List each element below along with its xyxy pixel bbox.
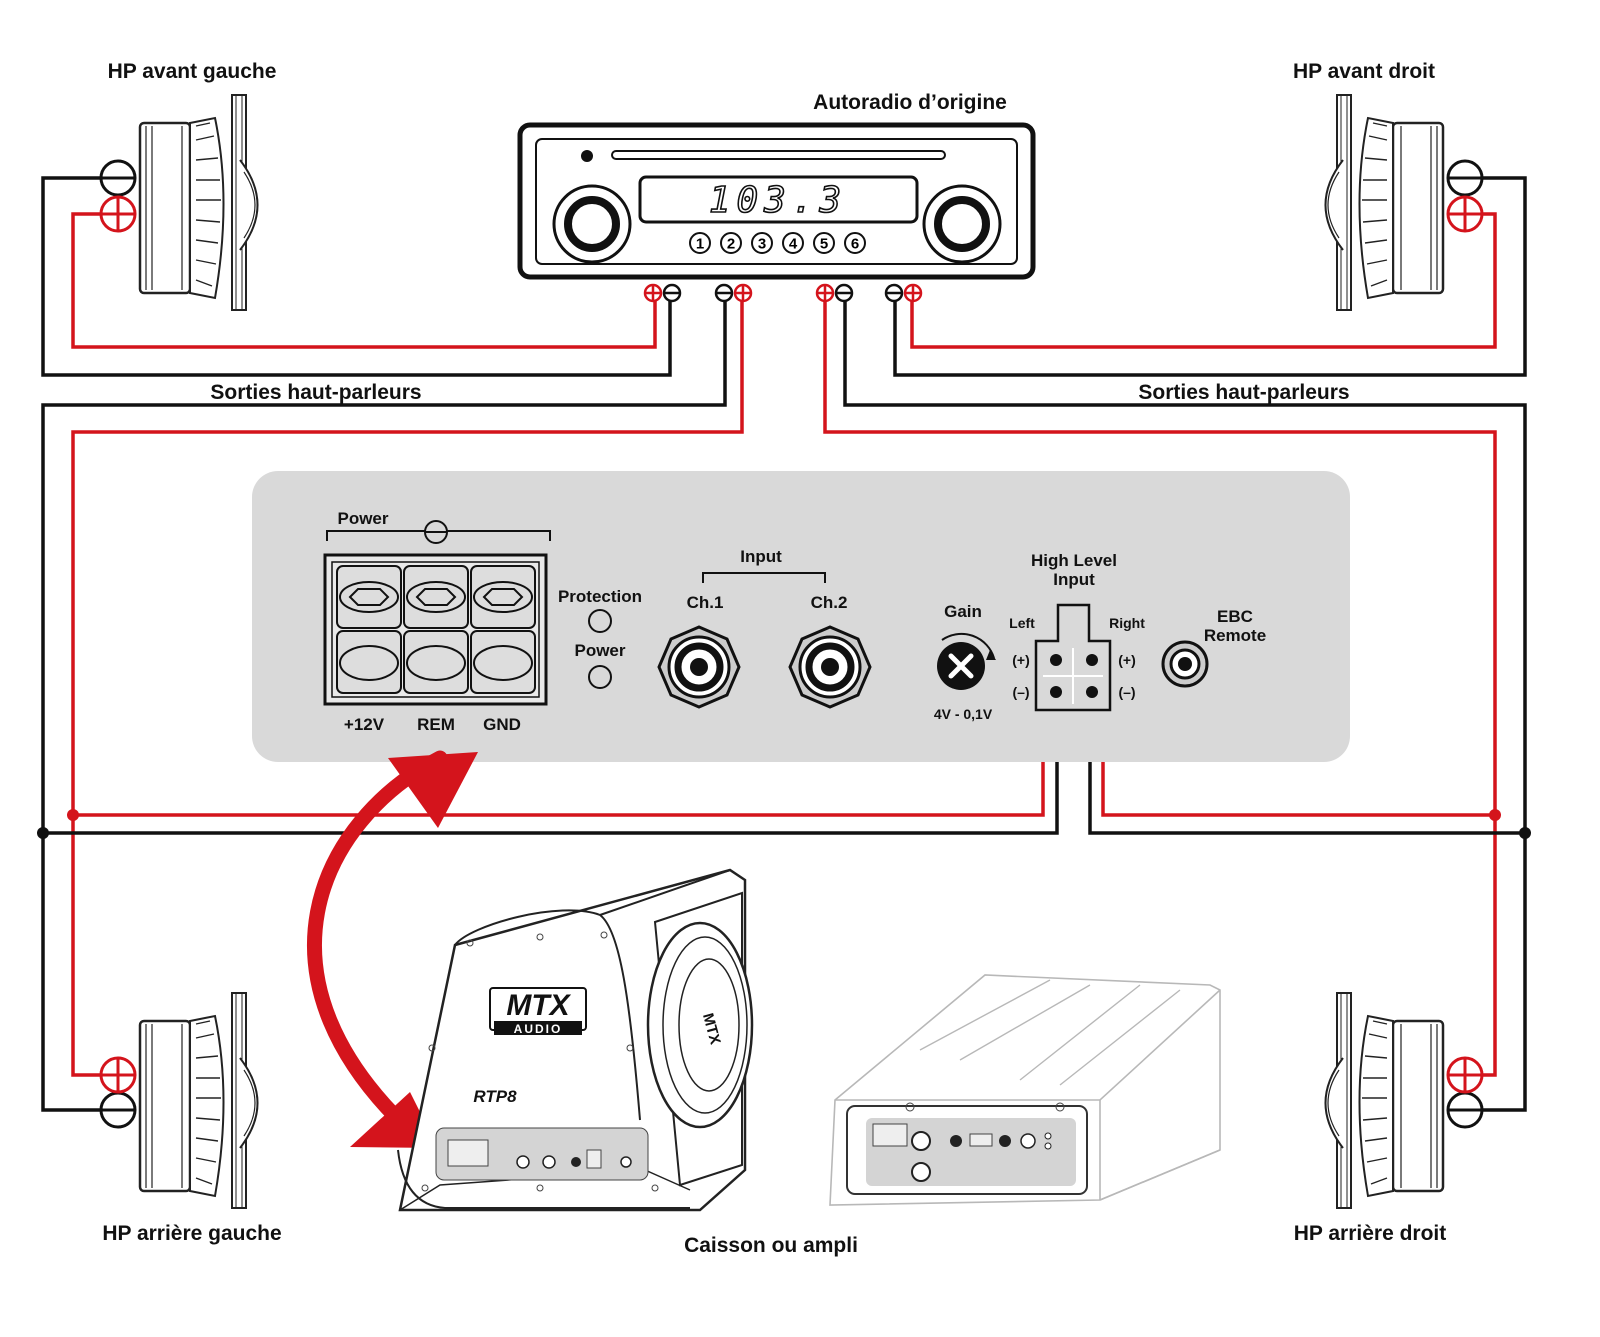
head-unit-outputs (643, 283, 923, 303)
preset-1[interactable]: 1 (696, 236, 704, 253)
protection-label: Protection (558, 587, 642, 606)
terminal-gnd: GND (483, 715, 521, 734)
hl-right-plus (1086, 654, 1098, 666)
gain-range: 4V - 0,1V (934, 706, 993, 722)
brand-logo: MTX (506, 989, 571, 1022)
hl-left-minus (1050, 686, 1062, 698)
front-right-speaker (1324, 93, 1484, 312)
rca-ch2-jack[interactable] (788, 625, 872, 709)
caption: Caisson ou ampli (684, 1234, 858, 1257)
gain-knob[interactable] (937, 642, 985, 690)
preset-buttons: 1 2 3 4 5 6 (689, 232, 866, 254)
ch1-label: Ch.1 (687, 593, 724, 612)
ch2-label: Ch.2 (811, 593, 848, 612)
high-level-title-2: Input (1053, 570, 1095, 589)
rear-right-speaker (1324, 991, 1484, 1210)
label-front-right: HP avant droit (1293, 60, 1435, 83)
hl-left-plus (1050, 654, 1062, 666)
preset-2[interactable]: 2 (727, 236, 735, 253)
left-minus-label: (–) (1012, 684, 1029, 700)
terminal-12v: +12V (344, 715, 385, 734)
protection-led (588, 609, 612, 633)
brand-logo-audio: AUDIO (514, 1022, 563, 1036)
power-led-label: Power (574, 641, 625, 660)
gain-label: Gain (944, 602, 982, 621)
preset-5[interactable]: 5 (820, 236, 828, 253)
ebc-label: EBC (1217, 607, 1253, 626)
head-unit-title: Autoradio d’origine (813, 91, 1007, 114)
high-level-title: High Level (1031, 551, 1117, 570)
left-label: Left (1009, 615, 1035, 631)
label-rear-left: HP arrière gauche (102, 1222, 281, 1245)
input-label: Input (740, 547, 782, 566)
label-rear-right: HP arrière droit (1294, 1222, 1447, 1245)
power-led (588, 665, 612, 689)
terminal-rem: REM (417, 715, 455, 734)
label-outputs-left: Sorties haut-parleurs (210, 381, 421, 404)
radio-display: 103.3 (709, 180, 847, 221)
label-front-left: HP avant gauche (108, 60, 277, 83)
rca-ch1-jack[interactable] (657, 625, 741, 709)
right-minus-label: (–) (1118, 684, 1135, 700)
power-terminal-block (336, 565, 536, 694)
head-unit: Autoradio d’origine 103.3 1 2 3 4 5 6 (517, 91, 1036, 303)
right-label: Right (1109, 615, 1145, 631)
ebc-remote-jack[interactable] (1161, 640, 1209, 688)
preset-3[interactable]: 3 (758, 236, 766, 253)
hl-right-minus (1086, 686, 1098, 698)
rear-left-speaker (99, 991, 259, 1210)
front-left-speaker (99, 93, 259, 312)
amplifier-unit (829, 974, 1221, 1206)
label-outputs-right: Sorties haut-parleurs (1138, 381, 1349, 404)
power-label: Power (337, 509, 388, 528)
amplifier-panel: Power +12V REM GND Protection (252, 471, 1350, 762)
model-name: RTP8 (473, 1087, 517, 1106)
ebc-label-2: Remote (1204, 626, 1266, 645)
right-plus-label: (+) (1118, 652, 1136, 668)
left-plus-label: (+) (1012, 652, 1030, 668)
preset-4[interactable]: 4 (789, 236, 798, 253)
preset-6[interactable]: 6 (851, 236, 859, 253)
red-curved-arrow (307, 750, 448, 1148)
subwoofer-enclosure: MTX MTX AUDIO RTP8 (397, 868, 754, 1212)
